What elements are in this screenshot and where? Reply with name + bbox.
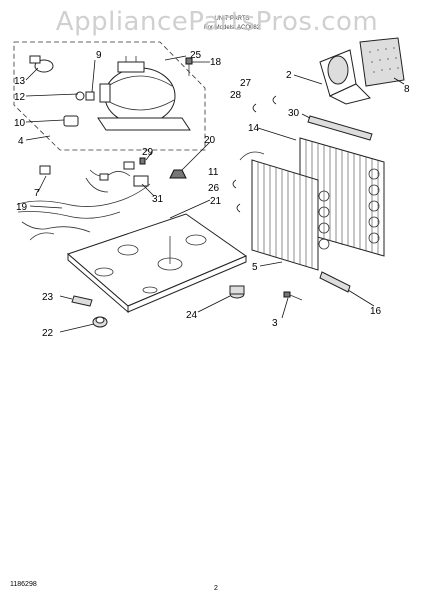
diagram-subtitle: For Models: ACQ082 <box>204 25 261 31</box>
callout-24: 24 <box>186 310 198 321</box>
callout-19: 19 <box>16 202 28 213</box>
callout-9: 9 <box>96 50 102 61</box>
compressor-assembly-boundary <box>13 41 206 151</box>
grommet-20 <box>169 169 187 179</box>
drain-tube-30 <box>307 115 373 141</box>
overload-protector <box>29 55 54 73</box>
document-number: 1186298 <box>10 581 37 588</box>
callout-11: 11 <box>208 167 219 178</box>
power-cord-bracket <box>133 157 149 187</box>
callout-3: 3 <box>272 318 278 329</box>
evaporator-coil <box>239 151 330 271</box>
callout-14: 14 <box>248 123 260 134</box>
callout-2: 2 <box>286 70 292 81</box>
callout-28: 28 <box>230 90 242 101</box>
callout-13: 13 <box>14 76 26 87</box>
spring-23 <box>71 295 93 307</box>
compressor <box>97 56 191 131</box>
callout-25: 25 <box>190 50 202 61</box>
callout-8: 8 <box>404 84 410 95</box>
page-number: 2 <box>214 585 218 592</box>
watermark: AppliancePartsPros.com <box>56 7 378 37</box>
callout-5: 5 <box>252 262 258 273</box>
fan-shroud <box>319 49 371 105</box>
clip-28 <box>252 103 257 113</box>
clip-11 <box>232 179 237 189</box>
callout-26: 26 <box>208 183 220 194</box>
diagram-title: UNIT PARTS <box>214 16 249 22</box>
callout-12: 12 <box>14 92 26 103</box>
callout-10: 10 <box>14 118 26 129</box>
clip-26 <box>236 203 241 213</box>
clip-27 <box>272 95 277 105</box>
knob-22 <box>92 316 108 328</box>
base-pan <box>67 213 248 314</box>
drain-tube-16 <box>319 271 351 293</box>
relay <box>75 91 95 101</box>
callout-21: 21 <box>210 196 222 207</box>
callout-20: 20 <box>204 135 216 146</box>
callout-31: 31 <box>152 194 164 205</box>
callout-23: 23 <box>42 292 54 303</box>
foot-24 <box>229 285 245 299</box>
callout-30: 30 <box>288 108 300 119</box>
screw-3 <box>283 291 303 301</box>
callout-27: 27 <box>240 78 252 89</box>
air-filter <box>359 37 405 87</box>
leader-lines <box>25 55 405 333</box>
wiring-harness <box>17 161 151 241</box>
callout-16: 16 <box>370 306 382 317</box>
callout-29: 29 <box>142 147 154 158</box>
callout-4: 4 <box>18 136 24 147</box>
terminal-cover <box>63 115 79 127</box>
callout-22: 22 <box>42 328 54 339</box>
callout-numbers: 25 9 13 12 10 4 18 2 8 27 28 30 14 20 29… <box>14 50 410 339</box>
screw-18 <box>185 57 193 76</box>
callout-7: 7 <box>34 188 40 199</box>
callout-18: 18 <box>210 57 222 68</box>
